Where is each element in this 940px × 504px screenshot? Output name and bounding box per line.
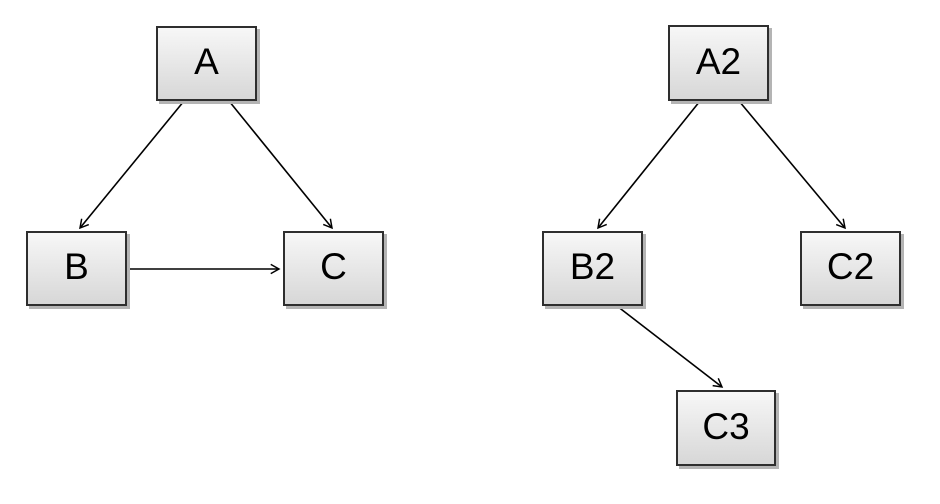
node-label: B [64,246,89,287]
edge-b2-to-c3 [616,305,724,388]
edge-a-to-c [228,100,333,230]
node-label: C2 [826,246,875,287]
node-label: C [320,246,347,287]
node-label: B2 [569,246,616,287]
node-b2[interactable]: B2 [542,231,643,306]
node-a[interactable]: A [156,26,257,101]
node-b[interactable]: B [26,231,127,306]
node-c3[interactable]: C3 [676,390,776,466]
node-c2[interactable]: C2 [800,231,901,306]
node-label: A2 [695,40,742,82]
node-label: A [194,41,219,82]
node-label: C3 [702,405,750,447]
edge-a-to-b [79,100,185,230]
node-a2[interactable]: A2 [668,25,769,101]
edge-a2-to-c2 [738,100,846,230]
node-c[interactable]: C [283,231,384,306]
edge-a2-to-b2 [597,100,701,230]
